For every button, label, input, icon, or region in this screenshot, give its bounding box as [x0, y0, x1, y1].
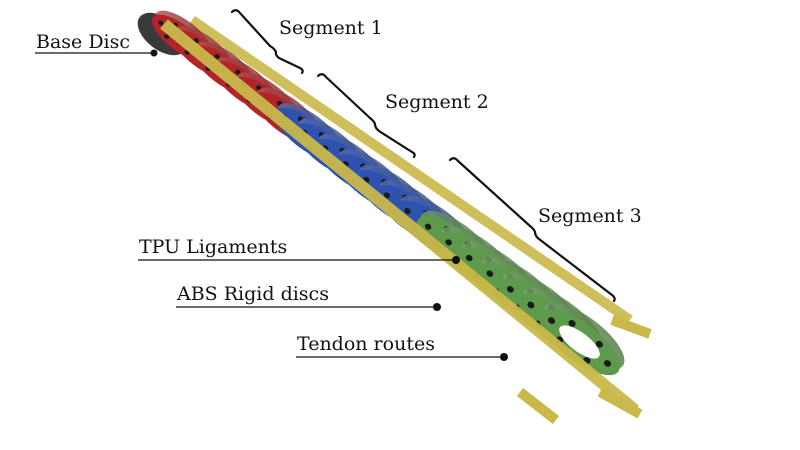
tendon-routes-callout: Tendon routes [296, 333, 508, 361]
segment-3-label: Segment 3 [538, 205, 642, 227]
base-disc-callout: Base Disc [35, 31, 158, 57]
segment-2-label: Segment 2 [385, 91, 489, 113]
tpu-ligament-back [189, 15, 633, 325]
ligament-tip [516, 388, 560, 424]
ligament-tips [516, 315, 652, 424]
tendon-routes-label: Tendon routes [297, 333, 435, 355]
tpu-ligament-front [160, 19, 639, 415]
base-disc-label: Base Disc [36, 31, 130, 53]
segment-2-brace [316, 73, 416, 159]
tpu-ligaments-dot [452, 256, 460, 264]
abs-rigid-discs-callout: ABS Rigid discs [176, 283, 441, 311]
tpu-ligaments-callout: TPU Ligaments [138, 236, 460, 264]
robot-body [137, 10, 652, 424]
ligament-front-strip [160, 19, 639, 415]
ligament-back-strip [189, 15, 633, 325]
tendon-routes-dot [500, 353, 508, 361]
segment-1-brace [230, 9, 304, 75]
segment-3-brace [448, 157, 616, 303]
abs-rigid-discs-dot [433, 303, 441, 311]
ligament-tip [610, 315, 652, 339]
tpu-ligaments-label: TPU Ligaments [139, 236, 287, 258]
segment-1-label: Segment 1 [279, 17, 383, 39]
rigid-disc [538, 303, 625, 376]
abs-rigid-discs-label: ABS Rigid discs [176, 283, 329, 305]
base-disc-dot [150, 49, 158, 57]
ligament-tip [597, 387, 643, 419]
